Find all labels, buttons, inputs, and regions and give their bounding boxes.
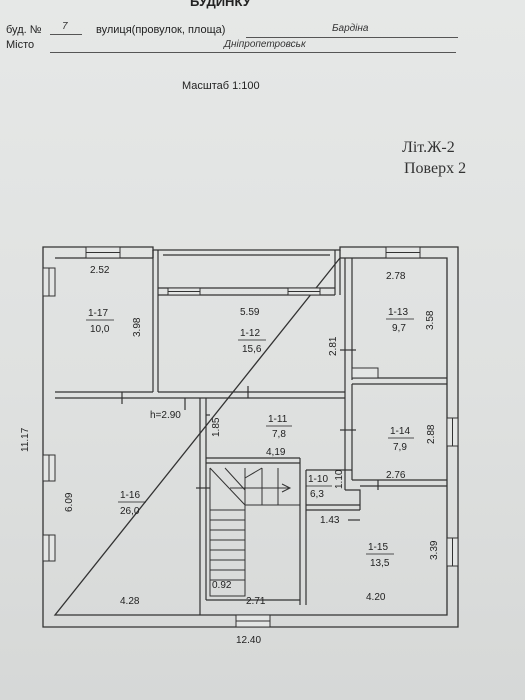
room-1-10-id: 1-10 bbox=[308, 474, 328, 485]
height-mark: h=2.90 bbox=[150, 410, 181, 421]
room-1-14-area: 7,9 bbox=[393, 442, 407, 453]
room-1-12-area: 15,6 bbox=[242, 344, 262, 355]
dim-2-78: 2.78 bbox=[386, 271, 406, 282]
room-1-11-area: 7,8 bbox=[272, 429, 286, 440]
city-label: Місто bbox=[6, 39, 35, 51]
room-labels: 1-17 10,0 1-12 15,6 1-13 9,7 1-11 7,8 1-… bbox=[86, 307, 414, 569]
room-1-10-area: 6,3 bbox=[310, 489, 324, 500]
room-1-11-id: 1-11 bbox=[268, 414, 288, 425]
street-label: вулиця(провулок, площа) bbox=[96, 24, 226, 36]
dim-0-92: 0.92 bbox=[212, 580, 232, 591]
dim-3-58: 3.58 bbox=[425, 310, 436, 330]
dim-1-10: 1.10 bbox=[334, 469, 345, 489]
dim-5-59: 5.59 bbox=[240, 307, 260, 318]
scale-label: Масштаб 1:100 bbox=[182, 80, 260, 92]
plan-floor: Поверх 2 bbox=[404, 160, 467, 177]
staircase bbox=[209, 467, 300, 597]
dim-2-88: 2.88 bbox=[426, 424, 437, 444]
city-value: Дніпропетровськ bbox=[224, 39, 306, 50]
room-1-16-id: 1-16 bbox=[120, 490, 140, 501]
dim-4-28: 4.28 bbox=[120, 596, 140, 607]
dim-3-39: 3.39 bbox=[429, 540, 440, 560]
room-1-13-area: 9,7 bbox=[392, 323, 406, 334]
dim-6-09: 6.09 bbox=[64, 492, 75, 512]
overall-width: 12.40 bbox=[236, 635, 261, 646]
form-title: БУДИНКУ bbox=[190, 0, 251, 9]
room-1-15-id: 1-15 bbox=[368, 542, 388, 553]
room-1-15-area: 13,5 bbox=[370, 558, 390, 569]
windows bbox=[42, 246, 459, 628]
room-1-17-id: 1-17 bbox=[88, 308, 108, 319]
dimensions: 2.52 5.59 2.78 3.98 3.58 2.81 h=2.90 1.8… bbox=[20, 265, 440, 646]
door-marks bbox=[121, 349, 379, 521]
room-1-17-area: 10,0 bbox=[90, 324, 110, 335]
dim-2-71: 2.71 bbox=[246, 596, 266, 607]
room-1-12-id: 1-12 bbox=[240, 328, 260, 339]
plan-letter: Літ.Ж-2 bbox=[402, 139, 455, 156]
building-number-underline bbox=[50, 34, 82, 35]
dim-1-85: 1.85 bbox=[211, 417, 222, 437]
room-1-13-id: 1-13 bbox=[388, 307, 408, 318]
room-1-14-id: 1-14 bbox=[390, 426, 410, 437]
street-value: Бардіна bbox=[332, 23, 369, 34]
room-1-16-area: 26,0 bbox=[120, 506, 140, 517]
dim-4-20: 4.20 bbox=[366, 592, 386, 603]
dim-3-98: 3.98 bbox=[132, 317, 143, 337]
city-underline bbox=[50, 52, 456, 53]
street-underline bbox=[246, 37, 458, 38]
building-number-label: буд. № bbox=[6, 24, 42, 36]
building-number-value: 7 bbox=[62, 21, 68, 32]
outer-walls bbox=[42, 246, 459, 628]
dim-2-81: 2.81 bbox=[328, 336, 339, 356]
dim-4-19: 4,19 bbox=[266, 447, 286, 458]
dim-1-43: 1.43 bbox=[320, 515, 340, 526]
dim-2-76: 2.76 bbox=[386, 470, 406, 481]
top-recess-walls bbox=[152, 250, 341, 392]
dim-2-52: 2.52 bbox=[90, 265, 110, 276]
overall-height: 11.17 bbox=[20, 427, 31, 452]
